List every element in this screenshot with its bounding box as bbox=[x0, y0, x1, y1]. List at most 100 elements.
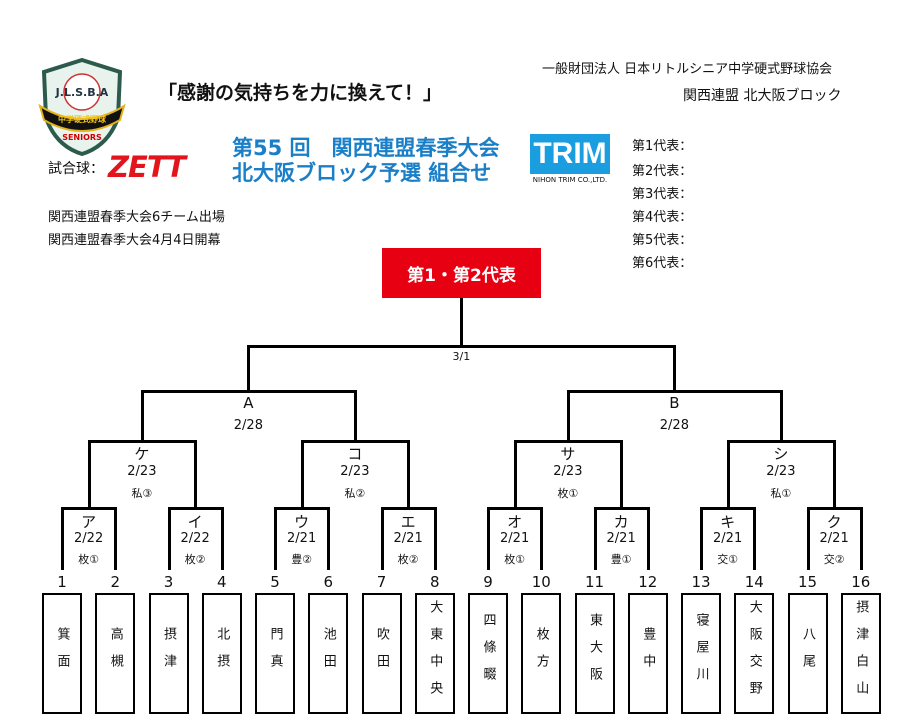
team-box: 大東中央 bbox=[414, 593, 455, 714]
match-label: B bbox=[669, 394, 680, 412]
trim-logo-mark: TRIM bbox=[530, 134, 610, 174]
match-venue: 枚② bbox=[397, 553, 419, 566]
bracket-line bbox=[806, 507, 810, 570]
match-label: ウ bbox=[294, 513, 310, 531]
team-number: 13 bbox=[691, 573, 711, 591]
bracket-line bbox=[593, 507, 650, 510]
match-label: カ bbox=[613, 513, 629, 531]
team-box: 北摂 bbox=[201, 593, 242, 714]
match-date: 2/21 bbox=[606, 531, 636, 546]
team-number: 9 bbox=[483, 573, 493, 591]
bracket-line bbox=[247, 345, 251, 390]
team-number: 6 bbox=[323, 573, 334, 591]
match-venue: 枚① bbox=[78, 553, 100, 566]
match-venue: 枚① bbox=[557, 487, 579, 500]
bracket-line bbox=[487, 507, 490, 570]
team-box: 箕面 bbox=[42, 593, 82, 714]
bracket-line bbox=[194, 440, 198, 507]
match-venue: 豊② bbox=[291, 553, 313, 566]
match-date: 2/23 bbox=[766, 464, 796, 479]
bracket-line bbox=[87, 440, 198, 443]
team-box: 高槻 bbox=[95, 593, 136, 714]
team-number: 11 bbox=[584, 573, 605, 591]
bracket-line bbox=[753, 507, 757, 570]
bracket-line bbox=[566, 390, 783, 393]
team-number: 14 bbox=[744, 573, 764, 591]
team-number: 2 bbox=[110, 573, 121, 591]
match-label: エ bbox=[400, 513, 416, 531]
bracket-line bbox=[859, 507, 863, 570]
match-date: 2/23 bbox=[553, 464, 583, 479]
bracket-line bbox=[513, 440, 517, 507]
bracket-line bbox=[167, 507, 171, 570]
team-box: 豊中 bbox=[627, 593, 668, 714]
bracket-line bbox=[61, 507, 118, 510]
team-box: 枚方 bbox=[521, 593, 562, 714]
bracket-line bbox=[700, 507, 757, 510]
final-representatives-box: 第1・第2代表 bbox=[382, 248, 541, 298]
bracket-line bbox=[114, 507, 118, 570]
team-number: 12 bbox=[638, 573, 658, 591]
title-line-1: 第55 回 関西連盟春季大会 bbox=[232, 136, 500, 160]
info-line: 関西連盟春季大会6チーム出場 bbox=[48, 210, 225, 225]
bracket-line bbox=[726, 440, 730, 507]
team-number: 5 bbox=[270, 573, 280, 591]
team-number: 7 bbox=[376, 573, 387, 591]
match-label: イ bbox=[187, 513, 203, 531]
organization-name: 一般財団法人 日本リトルシニア中学硬式野球協会 bbox=[542, 62, 833, 77]
representative-slot: 第5代表： bbox=[632, 233, 693, 248]
bracket-line bbox=[460, 298, 464, 345]
team-number: 8 bbox=[429, 573, 440, 591]
representative-slot: 第2代表： bbox=[632, 164, 693, 179]
bracket-line bbox=[274, 507, 277, 570]
match-label: ア bbox=[81, 513, 97, 531]
match-label: ケ bbox=[134, 445, 150, 463]
bracket-line bbox=[300, 440, 304, 507]
match-venue: 枚① bbox=[504, 553, 526, 566]
bracket-line bbox=[407, 440, 411, 507]
bracket-line bbox=[167, 507, 224, 510]
bracket-line bbox=[487, 507, 544, 510]
match-label: オ bbox=[507, 513, 523, 531]
bracket-line bbox=[61, 507, 64, 570]
bracket-line bbox=[247, 345, 677, 348]
team-box: 八尾 bbox=[787, 593, 828, 714]
team-number: 15 bbox=[797, 573, 818, 591]
team-number: 1 bbox=[57, 573, 67, 591]
final-date: 3/1 bbox=[452, 350, 471, 363]
match-label: A bbox=[243, 394, 254, 412]
match-venue: 私① bbox=[770, 487, 792, 500]
bracket-line bbox=[540, 507, 544, 570]
bracket-line bbox=[646, 507, 650, 570]
match-label: ク bbox=[826, 513, 842, 531]
representative-slot: 第6代表： bbox=[632, 256, 693, 271]
bracket-line bbox=[300, 440, 411, 443]
bracket-line bbox=[833, 440, 837, 507]
team-box: 東大阪 bbox=[574, 593, 615, 714]
team-box: 吹田 bbox=[361, 593, 402, 714]
match-label: サ bbox=[560, 445, 576, 463]
team-box: 池田 bbox=[308, 593, 349, 714]
bracket-line bbox=[327, 507, 331, 570]
bracket-line bbox=[353, 390, 357, 440]
bracket-line bbox=[87, 440, 91, 507]
organization-block: 関西連盟 北大阪ブロック bbox=[683, 88, 842, 104]
team-box: 門真 bbox=[255, 593, 295, 714]
bracket-line bbox=[140, 390, 357, 393]
bracket-line bbox=[220, 507, 224, 570]
bracket-line bbox=[726, 440, 837, 443]
team-box: 四條畷 bbox=[468, 593, 508, 714]
bracket-line bbox=[806, 507, 863, 510]
slogan: 「感謝の気持ちを力に換えて！」 bbox=[158, 82, 443, 104]
match-label: シ bbox=[773, 445, 789, 463]
match-venue: 私② bbox=[344, 487, 366, 500]
svg-text:J.L.S.B.A: J.L.S.B.A bbox=[55, 86, 109, 99]
match-venue: 枚② bbox=[184, 553, 206, 566]
title-line-2: 北大阪ブロック予選 組合せ bbox=[232, 161, 492, 185]
match-date: 2/21 bbox=[393, 531, 423, 546]
zett-logo: ZETT bbox=[108, 150, 186, 184]
jlsba-logo: J.L.S.B.A 中学硬式野球 SENIORS bbox=[38, 58, 126, 156]
match-venue: 交② bbox=[823, 553, 845, 566]
bracket-line bbox=[380, 507, 384, 570]
